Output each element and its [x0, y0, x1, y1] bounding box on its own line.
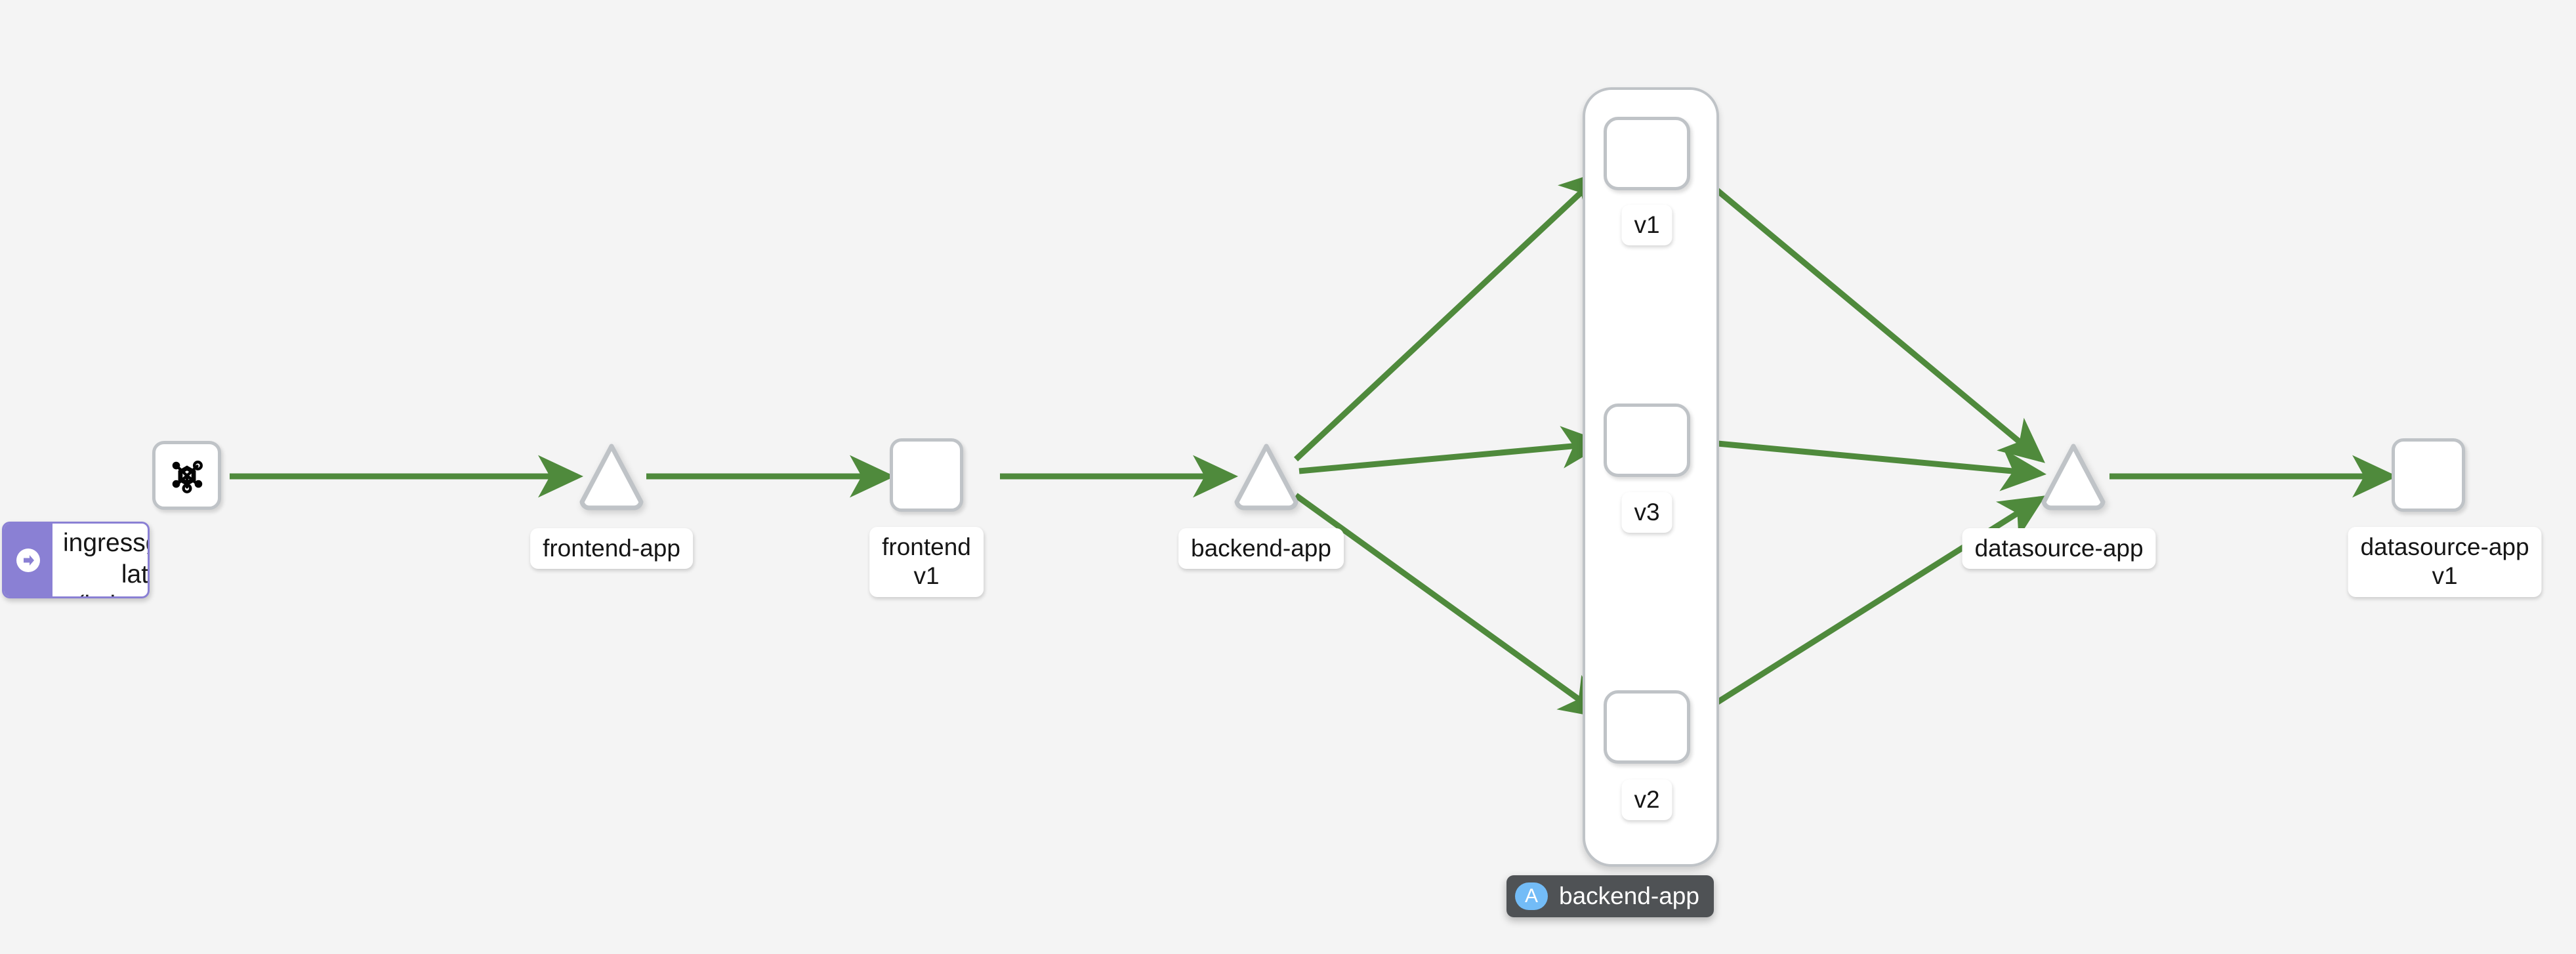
node-label-backend-app: backend-app: [1178, 528, 1344, 570]
node-datasource-app-v1[interactable]: [2392, 438, 2465, 512]
node-backend-v2[interactable]: [1604, 690, 1690, 764]
triangle-shape: [2041, 444, 2106, 510]
hover-badge-label: backend-app: [1559, 882, 1699, 909]
rounded-rect-shape: [1604, 404, 1690, 477]
ingress-badge: [4, 524, 52, 596]
rounded-rect-shape: [1604, 117, 1690, 190]
edge-v3-to-datasource-app: [1689, 438, 2046, 491]
node-backend-v3[interactable]: [1604, 404, 1690, 477]
triangle-shape: [1234, 444, 1298, 510]
edge-v1-to-datasource-app: [1688, 165, 2045, 463]
edge-backend-app-to-v1: [1293, 169, 1606, 462]
node-backend-v1[interactable]: [1604, 117, 1690, 190]
ingress-gateway-box[interactable]: istio-ingressgateway latest (istio-syste…: [2, 522, 150, 598]
node-label-datasource-app: datasource-app: [1962, 528, 2156, 570]
node-label-frontend-app: frontend-app: [530, 528, 693, 570]
node-label-frontend-v1: frontend v1: [869, 527, 984, 597]
arrow-right-circle-icon: [16, 548, 40, 572]
rounded-rect-shape: [1604, 690, 1690, 764]
node-label-datasource-app-v1: datasource-app v1: [2348, 527, 2542, 597]
triangle-shape: [579, 444, 644, 510]
rounded-square-shape: [2392, 438, 2465, 512]
node-datasource-app-service[interactable]: [2038, 441, 2109, 512]
node-istio-ingressgateway[interactable]: [152, 441, 221, 510]
node-label-backend-v2: v2: [1621, 779, 1672, 821]
hover-badge-letter: A: [1515, 882, 1548, 910]
node-frontend-app-service[interactable]: [576, 441, 647, 512]
hover-tooltip-backend-app: A backend-app: [1506, 875, 1714, 917]
node-backend-app-service[interactable]: [1231, 441, 1302, 512]
edge-backend-app-to-v2: [1294, 493, 1606, 719]
topology-icon: [172, 460, 203, 493]
node-frontend-v1[interactable]: [890, 438, 963, 512]
node-label-backend-v3: v3: [1621, 492, 1672, 533]
rounded-square-shape: [890, 438, 963, 512]
ingress-gateway-label: istio-ingressgateway latest (istio-syste…: [63, 524, 149, 596]
node-label-backend-v1: v1: [1621, 205, 1672, 246]
edge-backend-app-to-v3: [1298, 426, 1607, 474]
